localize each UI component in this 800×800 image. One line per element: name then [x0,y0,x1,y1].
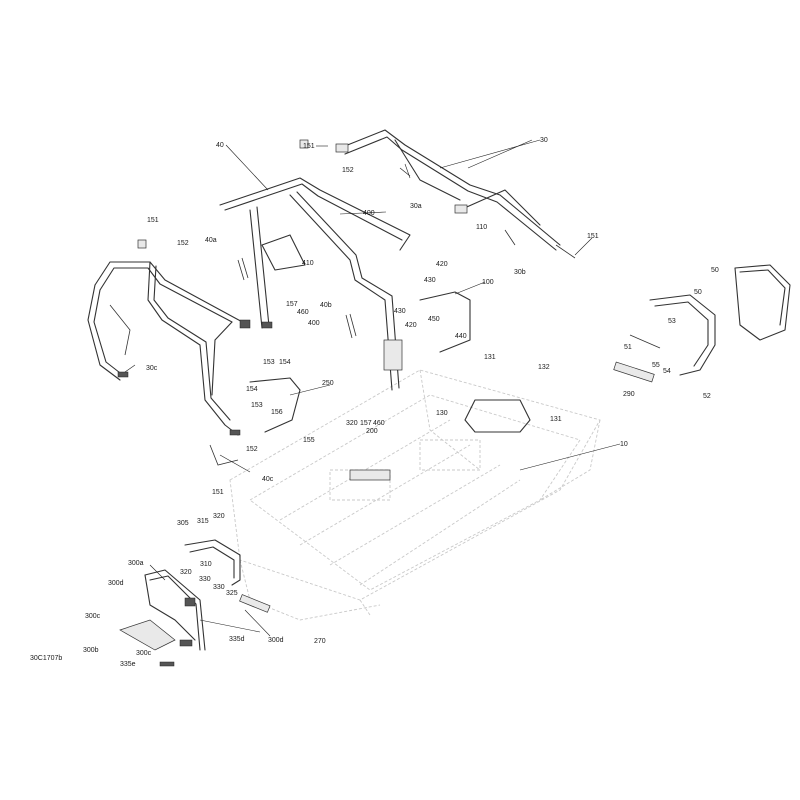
callout-154: 154 [246,386,258,393]
callout-40: 40 [216,142,224,149]
roll-cage-front-left [87,261,251,436]
callout-30b: 30b [514,269,526,276]
roll-cage-rear [335,129,561,251]
callout-130: 130 [436,410,448,417]
callout-51: 51 [624,344,632,351]
callout-30a: 30a [410,203,422,210]
callout-153: 153 [251,402,263,409]
callout-labels: 30 30a 30b 40 40a 40b 40c 151 152 151 15… [30,137,719,668]
callout-30c: 30c [146,365,158,372]
callout-131: 131 [550,416,562,423]
callout-131: 131 [484,354,496,361]
callout-335e: 335e [120,661,136,668]
callout-155: 155 [303,437,315,444]
callout-320: 320 [346,420,358,427]
callout-460: 460 [297,309,309,316]
callout-157: 157 [360,420,372,427]
callout-410: 410 [302,260,314,267]
frame-ghost-outline [229,369,601,621]
rear-bumper-assembly [613,264,791,383]
leader-lines [124,139,621,637]
callout-54: 54 [663,368,671,375]
callout-110: 110 [476,224,487,231]
callout-430: 430 [394,308,406,315]
callout-335d: 335d [229,636,245,643]
callout-154: 154 [279,359,291,366]
callout-300c: 300c [136,650,152,657]
callout-10: 10 [620,441,628,448]
callout-400: 400 [308,320,320,327]
callout-151: 151 [147,217,159,224]
callout-100: 100 [482,279,494,286]
callout-153: 153 [263,359,275,366]
callout-40a: 40a [205,237,217,244]
callout-50: 50 [694,289,702,296]
roll-cage-center [219,177,411,391]
callout-420: 420 [436,261,448,268]
diagram-code: 30C1707b [30,655,62,662]
callout-320: 320 [213,513,225,520]
callout-157: 157 [286,301,298,308]
callout-325: 325 [226,590,238,597]
callout-315: 315 [197,518,209,525]
callout-151: 151 [303,143,315,150]
callout-300a: 300a [128,560,144,567]
grab-handles [249,291,471,433]
small-brackets [137,139,576,466]
callout-55: 55 [652,362,660,369]
callout-400: 400 [363,210,375,217]
callout-152: 152 [177,240,189,247]
callout-450: 450 [428,316,440,323]
callout-300b: 300b [83,647,99,654]
callout-330: 330 [199,576,211,583]
callout-152: 152 [246,446,258,453]
callout-320: 320 [180,569,192,576]
callout-300c: 300c [85,613,101,620]
callout-460: 460 [373,420,385,427]
callout-132: 132 [538,364,550,371]
callout-440: 440 [455,333,467,340]
callout-330: 330 [213,584,225,591]
front-bumper-assembly [119,539,271,667]
callout-152: 152 [342,167,354,174]
callout-151: 151 [587,233,599,240]
callout-151: 151 [212,489,224,496]
grab-handle-130 [349,399,531,481]
callout-300d: 300d [268,637,284,644]
callout-52: 52 [703,393,711,400]
callout-420: 420 [405,322,417,329]
callout-290: 290 [623,391,635,398]
callout-50: 50 [711,267,719,274]
callout-40b: 40b [320,302,332,309]
callout-305: 305 [177,520,189,527]
callout-250: 250 [322,380,334,387]
callout-53: 53 [668,318,676,325]
callout-40c: 40c [262,476,274,483]
callout-156: 156 [271,409,283,416]
callout-310: 310 [200,561,212,568]
callout-270: 270 [314,638,326,645]
callout-200: 200 [366,428,378,435]
callout-300d: 300d [108,580,124,587]
callout-430: 430 [424,277,436,284]
callout-30: 30 [540,137,548,144]
